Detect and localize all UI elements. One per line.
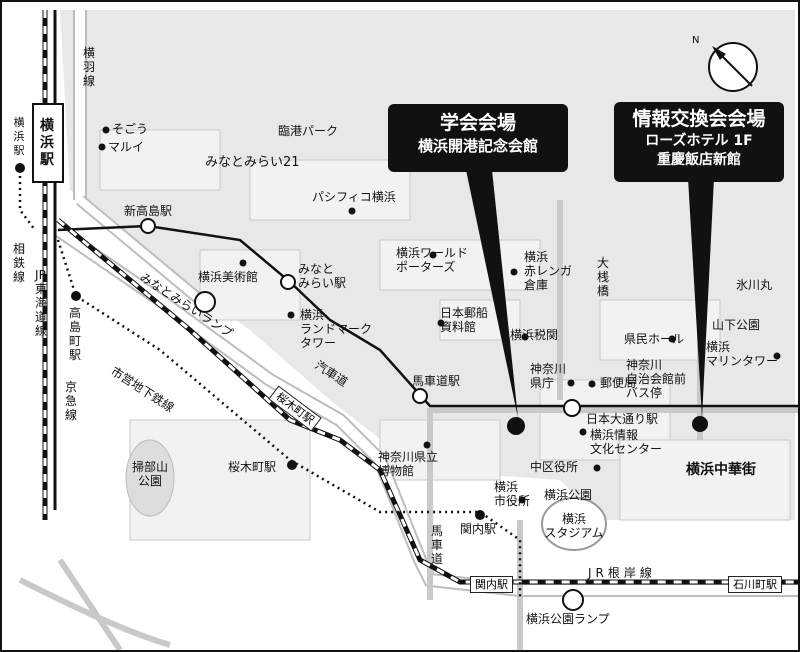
yokohama-station-box [32,103,64,183]
conference-callout-pointer [466,170,518,418]
landmark-pacifico: パシフィコ横浜 [312,190,396,204]
area-rinko-park: 臨港パーク [278,124,339,138]
line-koen-ramp: 横浜公園ランプ [526,612,610,626]
landmark-sogo: そごう [112,122,149,136]
station-shintakashima: 新高島駅 [124,204,173,218]
conference-venue-marker [507,417,525,435]
station-yokohama-box-label: 横浜駅 [40,118,54,168]
station-kannai-box: 関内駅 [470,576,513,593]
landmark-post-office: 郵便局 [600,376,637,390]
station-bashamichi: 馬車道駅 [412,374,461,388]
station-takashimacho: 高島町駅 [68,306,81,362]
exchange-callout: 情報交換会会場 ローズホテル 1F 重慶飯店新館 [614,102,784,182]
jr-negishi-line [56,218,800,585]
landmark-yokohama-park: 横浜公園 [544,488,593,502]
exchange-callout-pointer [688,178,714,418]
conference-title: 学会会場 [439,112,516,134]
landmark-landmark-tower: 横浜 ランドマーク タワー [300,308,373,350]
city-blocks [99,129,791,541]
landmark-post-museum: 日本郵船 資料館 [440,306,489,334]
area-minatomirai: みなとみらい21 [205,155,300,170]
landmark-history-museum: 神奈川県立 博物館 [378,450,439,478]
compass-north-label: N [692,35,700,46]
landmark-kamonyama: 掃部山 公園 [131,460,168,488]
landmark-customs: 横浜税関 [510,328,559,342]
landmark-naka-ward: 中区役所 [530,460,579,474]
line-yokohane: 横羽線 [82,46,95,88]
landmark-dots [15,126,781,520]
line-keikyu: 京急線 [64,380,77,422]
landmark-kenmin-hall: 県民ホール [624,332,685,346]
landmark-osanbashi: 大桟橋 [596,256,609,298]
landmark-stadium: 横浜 スタジアム [544,512,604,540]
landmark-city-hall: 横浜 市役所 [494,480,531,508]
exchange-line1: ローズホテル 1F [645,133,753,149]
landmark-museum: 横浜美術館 [198,270,259,284]
area-chinatown: 横浜中華街 [686,462,756,478]
exchange-venue-marker [692,416,708,432]
landmark-world-porters: 横浜ワールド ポーターズ [396,246,469,274]
landmark-marine-tower: 横浜 マリンタワー [706,340,779,368]
line-jr-tokaido: JR東海道線 [34,268,47,338]
conference-venue: 横浜開港記念会館 [417,137,538,155]
landmark-red-brick: 横浜 赤レンガ 倉庫 [524,250,573,292]
yokohama-stadium [541,497,607,551]
station-ishikawacho-box: 石川町駅 [728,576,782,593]
line-sotetsu: 相鉄線 [12,242,25,284]
exchange-title: 情報交換会会場 [632,108,766,130]
station-minatomirai: みなと みらい駅 [298,262,347,290]
landmark-info-center: 横浜情報 文化センター [590,428,663,456]
compass-icon [708,42,758,92]
landmark-marui: マルイ [108,140,145,154]
station-sakuragicho: 桜木町駅 [228,460,277,474]
street-bashamichi: 馬車道 [430,524,443,566]
conference-callout: 学会会場 横浜開港記念会館 [388,104,568,172]
sotetsu-line [18,170,36,231]
landmark-yamashita-park: 山下公園 [712,318,761,332]
station-kannai: 関内駅 [460,522,497,536]
station-yokohama-sotetsu: 横浜駅 [13,116,25,157]
landmark-hikawamaru: 氷川丸 [736,278,773,292]
landmark-pref-office: 神奈川 県庁 [530,362,567,390]
landmark-bus-stop: 神奈川 自治会館前 バス停 [626,358,687,400]
kamonyama-park [125,439,175,517]
station-nihon-odori: 日本大通り駅 [586,412,659,426]
line-jr-negishi: JR根岸線 [588,566,656,580]
exchange-line2: 重慶飯店新館 [657,152,741,168]
station-circles [140,218,584,611]
